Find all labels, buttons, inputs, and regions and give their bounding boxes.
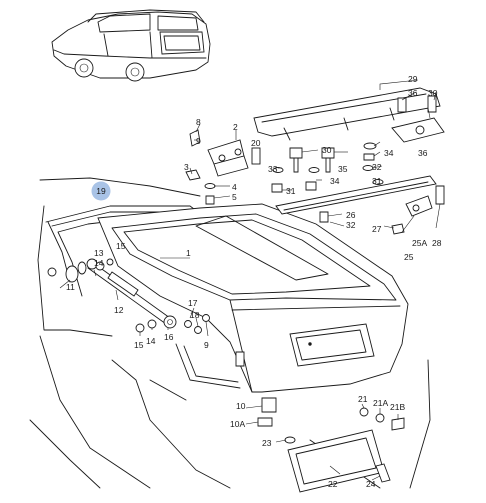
callout-26[interactable]: 26: [346, 210, 356, 220]
gas-strut: [86, 258, 177, 329]
callout-23[interactable]: 23: [262, 438, 272, 448]
rear-body-outline: [29, 177, 431, 489]
callout-16[interactable]: 16: [164, 332, 174, 342]
license-plate-lamp: [284, 407, 405, 493]
callout-31a[interactable]: 31: [286, 186, 296, 196]
hinge-assembly: [185, 129, 261, 205]
spoiler-lower: [275, 175, 445, 235]
callout-4[interactable]: 4: [232, 182, 237, 192]
callout-10[interactable]: 10: [236, 401, 246, 411]
callout-20[interactable]: 20: [251, 138, 261, 148]
leader-lines: [59, 79, 441, 481]
callout-3[interactable]: 3: [184, 162, 189, 172]
callout-32b[interactable]: 32: [346, 220, 356, 230]
highlight-marker[interactable]: [91, 181, 111, 201]
callout-8[interactable]: 8: [196, 117, 201, 127]
car-thumbnail: [51, 9, 211, 82]
callout-11[interactable]: 11: [66, 282, 75, 292]
callout-24[interactable]: 24: [366, 479, 376, 489]
callout-5[interactable]: 5: [232, 192, 237, 202]
callout-14a[interactable]: 14: [94, 258, 104, 268]
callout-30a[interactable]: 30: [428, 88, 438, 98]
callout-28[interactable]: 28: [432, 238, 442, 248]
callout-2[interactable]: 2: [233, 122, 238, 132]
callout-27[interactable]: 27: [372, 224, 382, 234]
callout-30b[interactable]: 30: [322, 145, 332, 155]
callout-36a[interactable]: 36: [408, 88, 418, 98]
callout-35[interactable]: 35: [338, 164, 348, 174]
callout-14b[interactable]: 14: [146, 336, 156, 346]
callout-21[interactable]: 21: [358, 394, 368, 404]
callout-15b[interactable]: 15: [134, 340, 144, 350]
callout-22[interactable]: 22: [328, 479, 338, 489]
callout-9[interactable]: 9: [196, 136, 201, 146]
callout-34a[interactable]: 34: [384, 148, 394, 158]
spoiler-upper: [253, 87, 445, 143]
callout-18[interactable]: 18: [190, 310, 200, 320]
callout-21a[interactable]: 21A: [373, 398, 388, 408]
callout-29[interactable]: 29: [408, 74, 418, 84]
callout-33[interactable]: 33: [268, 164, 278, 174]
callout-10a[interactable]: 10A: [230, 419, 245, 429]
callout-25[interactable]: 25: [404, 252, 414, 262]
callout-21b[interactable]: 21B: [390, 402, 405, 412]
callout-12[interactable]: 12: [114, 305, 124, 315]
callout-9b[interactable]: 9: [204, 340, 209, 350]
tailgate: [97, 203, 409, 393]
strut-mounting-parts: [47, 258, 277, 427]
callout-19[interactable]: 19: [96, 186, 106, 196]
callout-1[interactable]: 1: [186, 248, 191, 258]
callout-34b[interactable]: 34: [330, 176, 340, 186]
callout-13[interactable]: 13: [94, 248, 104, 258]
spoiler-fasteners: [271, 142, 384, 193]
callout-15a[interactable]: 15: [116, 241, 126, 251]
callout-31b[interactable]: 31: [372, 176, 382, 186]
callout-labels: 19 1 2 3 4 5 8 9 20 18 17 29 30 36 36 30…: [66, 74, 442, 489]
callout-32[interactable]: 32: [372, 162, 382, 172]
callout-17[interactable]: 17: [188, 298, 198, 308]
callout-36b[interactable]: 36: [418, 148, 428, 158]
callout-25a[interactable]: 25A: [412, 238, 427, 248]
